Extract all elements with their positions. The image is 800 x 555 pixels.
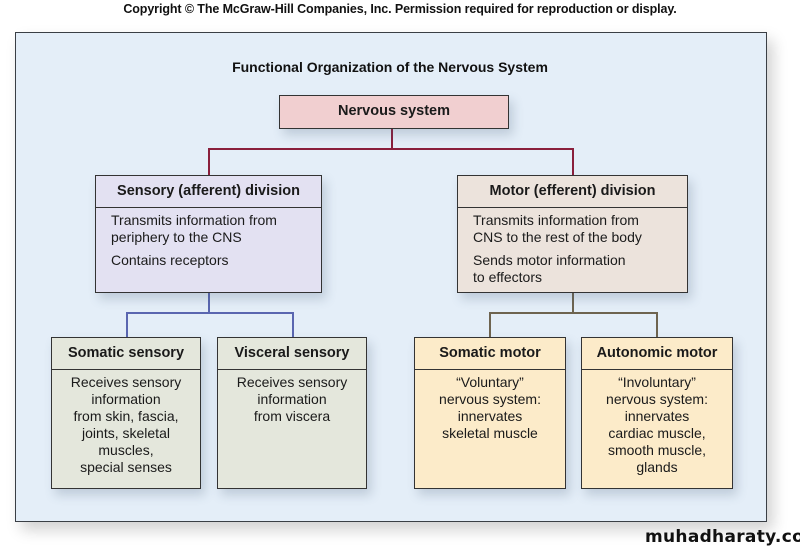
description-line: nervous system:: [606, 391, 708, 407]
description-line: information: [257, 391, 327, 407]
motor-line: to effectors: [473, 269, 543, 285]
description-line: cardiac muscle,: [608, 425, 706, 441]
root-connector: [392, 148, 574, 175]
autonomic-motor-description: “Involuntary” nervous system: innervates…: [582, 370, 732, 476]
description-line: smooth muscle,: [607, 442, 707, 458]
sensory-line: Transmits information from: [111, 212, 277, 228]
somatic-sensory-description: Receives sensory information from skin, …: [52, 370, 200, 476]
description-line: glands: [636, 459, 678, 475]
sensory-line: Contains receptors: [111, 252, 229, 268]
motor-line: CNS to the rest of the body: [473, 229, 642, 245]
description-line: muscles,: [98, 442, 154, 458]
description-line: innervates: [624, 408, 690, 424]
sensory-line: periphery to the CNS: [111, 229, 242, 245]
description-line: skeletal muscle: [442, 425, 538, 441]
nervous-system-label: Nervous system: [337, 103, 451, 119]
nervous-system-box: Nervous system: [279, 95, 509, 129]
sensory-connector: [209, 312, 294, 337]
somatic-motor-box: Somatic motor “Voluntary” nervous system…: [414, 337, 566, 489]
description-line: from skin, fascia,: [73, 408, 179, 424]
description-line: “Involuntary”: [618, 374, 696, 390]
motor-line: Transmits information from: [473, 212, 639, 228]
autonomic-motor-box: Autonomic motor “Involuntary” nervous sy…: [581, 337, 733, 489]
description-line: joints, skeletal: [82, 425, 170, 441]
sensory-division-title: Sensory (afferent) division: [96, 176, 321, 208]
description-line: information: [91, 391, 161, 407]
motor-division-title: Motor (efferent) division: [458, 176, 687, 208]
motor-connector: [573, 312, 658, 337]
visceral-sensory-title: Visceral sensory: [218, 338, 366, 370]
copyright-notice: Copyright © The McGraw-Hill Companies, I…: [123, 2, 677, 16]
description-line: “Voluntary”: [456, 374, 524, 390]
description-line: nervous system:: [439, 391, 541, 407]
sensory-connector: [126, 293, 210, 337]
description-line: Receives sensory: [70, 374, 182, 390]
description-line: from viscera: [253, 408, 331, 424]
description-line: Receives sensory: [236, 374, 348, 390]
somatic-sensory-box: Somatic sensory Receives sensory informa…: [51, 337, 201, 489]
description-line: special senses: [80, 459, 172, 475]
somatic-motor-title: Somatic motor: [415, 338, 565, 370]
visceral-sensory-description: Receives sensory information from viscer…: [218, 370, 366, 425]
motor-division-box: Motor (efferent) division Transmits info…: [457, 175, 688, 293]
sensory-division-box: Sensory (afferent) division Transmits in…: [95, 175, 322, 293]
description-line: innervates: [457, 408, 523, 424]
somatic-sensory-title: Somatic sensory: [52, 338, 200, 370]
diagram-title: Functional Organization of the Nervous S…: [232, 59, 548, 75]
autonomic-motor-title: Autonomic motor: [582, 338, 732, 370]
motor-connector: [489, 293, 574, 337]
visceral-sensory-box: Visceral sensory Receives sensory inform…: [217, 337, 367, 489]
watermark-text: muhadharaty.com: [645, 527, 800, 547]
root-connector: [208, 129, 393, 175]
motor-line: Sends motor information: [473, 252, 626, 268]
somatic-motor-description: “Voluntary” nervous system: innervates s…: [415, 370, 565, 442]
